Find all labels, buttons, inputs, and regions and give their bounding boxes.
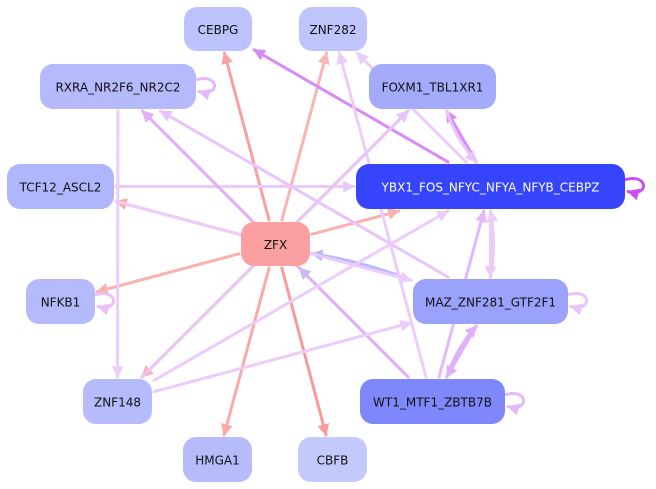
node-box[interactable] [40,64,196,109]
node-box[interactable] [26,279,95,324]
node-label: ZNF148 [94,396,141,410]
node-box[interactable] [298,437,367,482]
node-label: ZNF282 [309,23,356,37]
node-nfkb1[interactable]: NFKB1 [26,279,95,324]
edge-znf148-to-ybx1-fos-nfyc-nfya-nfyb-cebpz [152,209,450,382]
edge-maz-znf281-gtf2f1-to-ybx1-fos-nfyc-nfya-nfyb-cebpz [486,209,499,279]
node-box[interactable] [184,7,252,51]
node-label: TCF12_ASCL2 [19,181,102,195]
node-box[interactable] [183,437,252,482]
node-ybx1-fos-nfyc-nfya-nfyb-cebpz[interactable]: YBX1_FOS_NFYC_NFYA_NFYB_CEBPZ [356,164,625,209]
node-label: CBFB [317,454,349,468]
node-label: NFKB1 [41,296,81,310]
edge-znf148-to-maz-znf281-gtf2f1 [152,319,413,394]
edge-wt1-mtf1-zbtb7b-to-znf282 [336,51,428,379]
edge-ybx1-fos-nfyc-nfya-nfyb-cebpz-to-ybx1-fos-nfyc-nfya-nfyb-cebpz [624,177,645,201]
node-label: YBX1_FOS_NFYC_NFYA_NFYB_CEBPZ [381,181,600,195]
edge-zfx-to-nfkb1 [95,252,241,295]
node-box[interactable] [83,379,152,424]
edge-wt1-mtf1-zbtb7b-to-wt1-mtf1-zbtb7b [504,392,525,416]
node-label: CEBPG [198,23,239,37]
edge-nfkb1-to-nfkb1 [94,292,115,316]
node-foxm1-tbl1xr1[interactable]: FOXM1_TBL1XR1 [369,64,496,109]
node-zfx[interactable]: ZFX [241,222,310,266]
node-label: MAZ_ZNF281_GTF2F1 [425,296,556,310]
node-box[interactable] [360,379,505,424]
node-box[interactable] [413,279,568,324]
node-cebpg[interactable]: CEBPG [184,7,252,51]
edge-foxm1-tbl1xr1-to-ybx1-fos-nfyc-nfya-nfyb-cebpz [445,109,478,164]
edge-ybx1-fos-nfyc-nfya-nfyb-cebpz-to-cebpg [252,48,450,164]
node-hmga1[interactable]: HMGA1 [183,437,252,482]
edge-zfx-to-cebpg [221,51,271,222]
edge-maz-znf281-gtf2f1-to-maz-znf281-gtf2f1 [567,292,588,316]
edge-maz-znf281-gtf2f1-to-rxra-nr2f6-nr2c2 [158,109,450,279]
node-rxra-nr2f6-nr2c2[interactable]: RXRA_NR2F6_NR2C2 [40,64,196,109]
node-maz-znf281-gtf2f1[interactable]: MAZ_ZNF281_GTF2F1 [413,279,568,324]
node-label: ZFX [264,238,287,252]
node-box[interactable] [369,64,496,109]
edge-rxra-nr2f6-nr2c2-to-rxra-nr2f6-nr2c2 [195,77,216,101]
node-box[interactable] [241,222,310,266]
edge-ybx1-fos-nfyc-nfya-nfyb-cebpz-to-foxm1-tbl1xr1 [445,109,478,164]
node-tcf12-ascl2[interactable]: TCF12_ASCL2 [7,164,114,209]
node-label: FOXM1_TBL1XR1 [382,81,484,95]
node-znf148[interactable]: ZNF148 [83,379,152,424]
node-box[interactable] [356,164,625,209]
node-znf282[interactable]: ZNF282 [299,7,367,51]
edge-wt1-mtf1-zbtb7b-to-maz-znf281-gtf2f1 [445,324,478,379]
node-cbfb[interactable]: CBFB [298,437,367,482]
edge-zfx-to-hmga1 [221,266,271,437]
node-box[interactable] [7,164,114,209]
node-wt1-mtf1-zbtb7b[interactable]: WT1_MTF1_ZBTB7B [360,379,505,424]
edge-zfx-to-znf282 [280,51,330,222]
node-label: RXRA_NR2F6_NR2C2 [55,81,180,95]
node-label: HMGA1 [195,454,240,468]
node-box[interactable] [299,7,367,51]
node-label: WT1_MTF1_ZBTB7B [373,396,492,410]
